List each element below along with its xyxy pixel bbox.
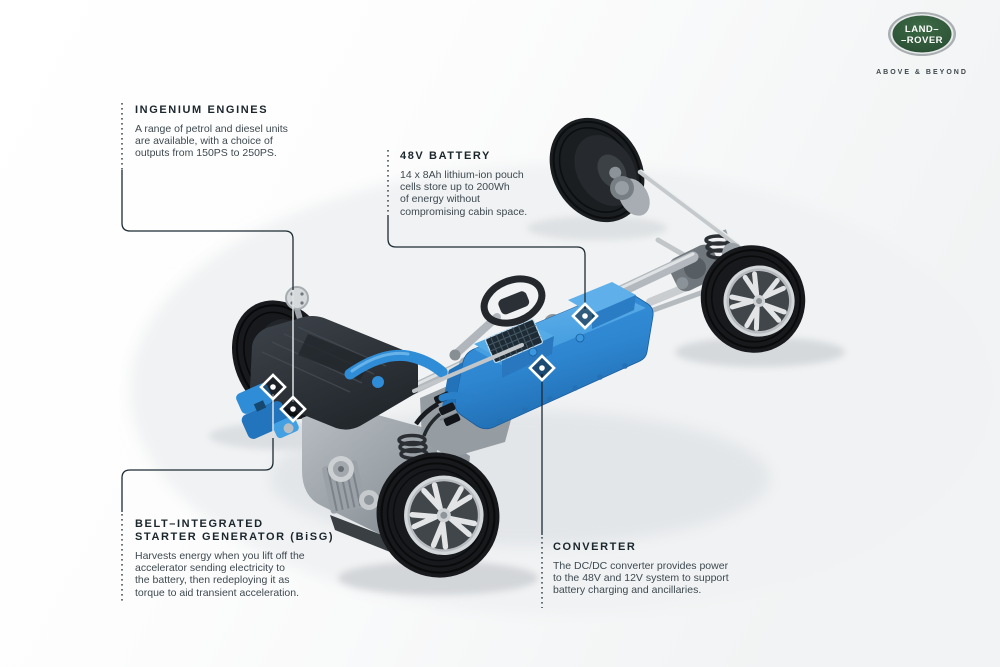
- converter-grille: [485, 318, 543, 364]
- callout-body: 14 x 8Ah lithium-ion pouch cells store u…: [400, 169, 528, 218]
- blue-intake-duct: [344, 349, 448, 388]
- steering: [412, 275, 546, 393]
- steering-wheel: [480, 275, 546, 327]
- logo-text-top: LAND–: [905, 24, 939, 35]
- logo-tagline: ABOVE & BEYOND: [876, 69, 968, 76]
- land-rover-logo: LAND– –ROVER ABOVE & BEYOND: [852, 6, 992, 76]
- bisg-marker-icon: [259, 373, 287, 401]
- callout-title: INGENIUM ENGINES: [135, 104, 269, 116]
- land-rover-badge-icon: LAND– –ROVER: [888, 12, 956, 56]
- callout-ingenium-engines: INGENIUM ENGINES A range of petrol and d…: [135, 104, 288, 160]
- callout-title: CONVERTER: [553, 541, 637, 553]
- logo-text-bottom: –ROVER: [901, 35, 943, 46]
- front-near-wheel: [376, 452, 500, 578]
- callout-body: The DC/DC converter provides power to th…: [553, 560, 729, 597]
- callout-title: BELT–INTEGRATED STARTER GENERATOR (BiSG): [135, 518, 335, 543]
- callout-title: 48V BATTERY: [400, 150, 491, 162]
- callout-bisg: BELT–INTEGRATED STARTER GENERATOR (BiSG)…: [135, 518, 334, 599]
- callout-body: A range of petrol and diesel units are a…: [135, 123, 288, 160]
- callout-body: Harvests energy when you lift off the ac…: [135, 550, 305, 599]
- callout-48v-battery: 48V BATTERY 14 x 8Ah lithium-ion pouch c…: [400, 150, 527, 218]
- engine-marker-icon: [279, 395, 307, 423]
- component-markers: [259, 302, 599, 423]
- converter-marker-icon: [528, 354, 556, 382]
- rear-near-wheel: [700, 245, 806, 353]
- battery-line: [387, 215, 586, 309]
- callout-lines: [121, 103, 586, 608]
- callout-converter: CONVERTER The DC/DC converter provides p…: [553, 541, 729, 597]
- battery-marker-icon: [571, 302, 599, 330]
- bisg-line: [121, 394, 274, 512]
- ingenium-line: [121, 170, 294, 402]
